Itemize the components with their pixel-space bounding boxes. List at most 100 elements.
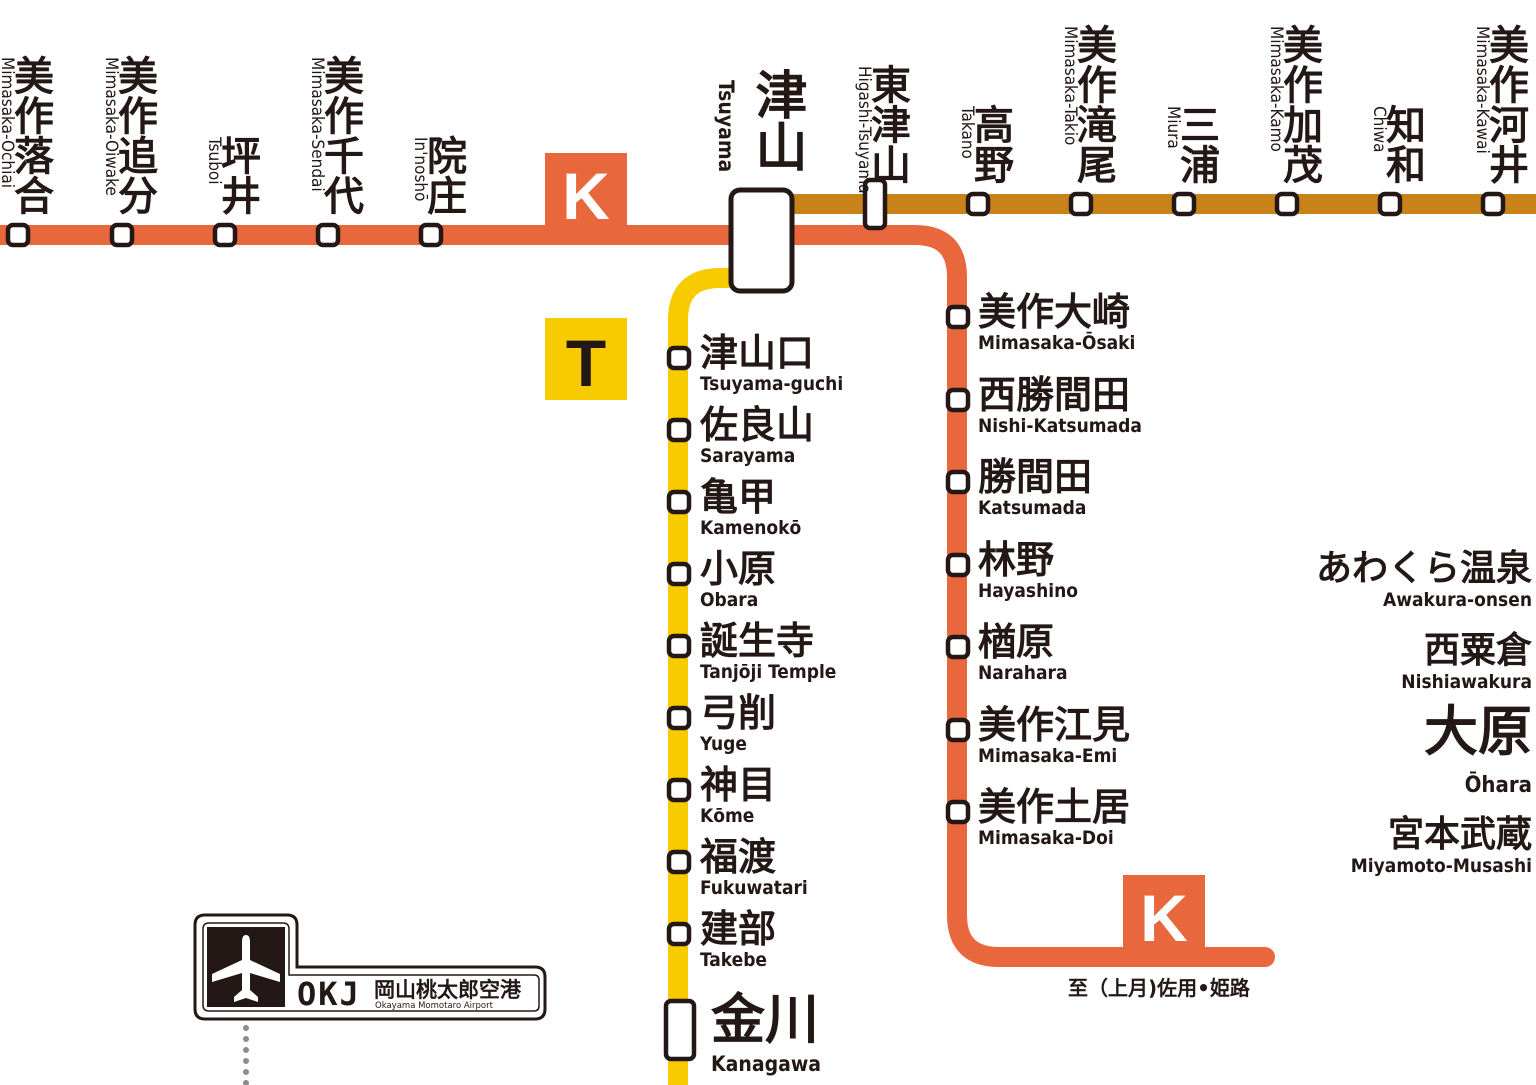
- line-badge-k-label: K: [562, 159, 610, 233]
- station-name-en: Nishiawakura: [1401, 671, 1532, 693]
- station-name-en: Sarayama: [700, 445, 795, 467]
- station-marker: [109, 222, 135, 248]
- station-name-ja: 西粟倉: [1424, 630, 1532, 671]
- airport-sign[interactable]: OKJ 岡山桃太郎空港 Okayama Momotaro Airport: [193, 913, 547, 1085]
- station-name-ja: 勝間田: [978, 455, 1092, 499]
- station-marker: [1377, 191, 1403, 217]
- station-name-ja: 美作千代: [317, 55, 365, 215]
- station-name-ja: 美作滝尾: [1070, 24, 1117, 184]
- station-marker: [1171, 191, 1197, 217]
- station-name-en: Mimasaka-Sendai: [307, 57, 327, 192]
- station-name-ja: 高野: [967, 104, 1014, 184]
- station-name-ja: 佐良山: [699, 403, 814, 447]
- station-marker: [418, 222, 444, 248]
- station-name-ja: 宮本武蔵: [1388, 814, 1532, 855]
- station-name-en: Obara: [700, 589, 758, 611]
- station-name-en: Nishi-Katsumada: [978, 415, 1142, 437]
- station-name-en: Mimasaka-Oiwake: [101, 57, 121, 196]
- station-marker: [666, 849, 692, 875]
- station-name-en: Mimasaka-Kamo: [1266, 26, 1286, 152]
- station-name-ja: 亀甲: [700, 475, 776, 519]
- station-name-en: Mimasaka-Ōsaki: [978, 331, 1135, 354]
- station-name-ja: 建部: [700, 907, 776, 951]
- station-name-ja: 大原: [1424, 700, 1532, 763]
- station-marker: [663, 998, 697, 1062]
- station-marker: [666, 921, 692, 947]
- station-marker: [666, 561, 692, 587]
- station-name-en: Tsuboi: [204, 136, 224, 185]
- station-name-ja: 金川: [710, 988, 819, 1051]
- station-name-en: Katsumada: [978, 497, 1086, 519]
- station-marker: [945, 717, 971, 743]
- line-badge-k-west: K: [545, 153, 627, 233]
- station-name-en: Mimasaka-Kawai: [1472, 26, 1492, 154]
- station-marker: [965, 191, 991, 217]
- line-badge-k-label: K: [1140, 881, 1188, 955]
- station-name-en: Narahara: [978, 662, 1067, 684]
- station-name-ja: 美作加茂: [1276, 24, 1323, 184]
- station-name-en: Tanjōji Temple: [700, 661, 836, 683]
- station-marker: [945, 634, 971, 660]
- station-name-ja: 福渡: [699, 835, 776, 879]
- station-name-en: In'noshō: [410, 137, 430, 201]
- station-name-en: Higashi-Tsuyama: [854, 66, 874, 194]
- station-name-en: Mimasaka-Emi: [978, 745, 1117, 767]
- station-marker: [1480, 191, 1506, 217]
- station-marker: [945, 387, 971, 413]
- station-name-ja: 西勝間田: [978, 373, 1130, 417]
- station-name-ja: 弓削: [700, 691, 776, 735]
- station-name-en: Awakura-onsen: [1383, 589, 1532, 611]
- station-name-ja: 美作土居: [978, 785, 1130, 829]
- station-name-ja: 楢原: [978, 620, 1054, 664]
- station-name-en: Takano: [957, 105, 977, 159]
- station-name-ja: 津山口: [700, 331, 814, 375]
- station-marker: [945, 552, 971, 578]
- station-marker: [1068, 191, 1094, 217]
- station-name-en: Fukuwatari: [700, 877, 808, 899]
- line-badge-t: T: [545, 318, 627, 400]
- line-badge-k-south: K: [1123, 875, 1205, 955]
- hub-station-tsuyama[interactable]: 津山 Tsuyama: [714, 68, 807, 294]
- station-marker: [666, 345, 692, 371]
- station-name-en: Mimasaka-Doi: [978, 827, 1114, 849]
- station-name-ja: 美作大崎: [978, 290, 1130, 334]
- station-marker: [945, 304, 971, 330]
- station-marker: [666, 777, 692, 803]
